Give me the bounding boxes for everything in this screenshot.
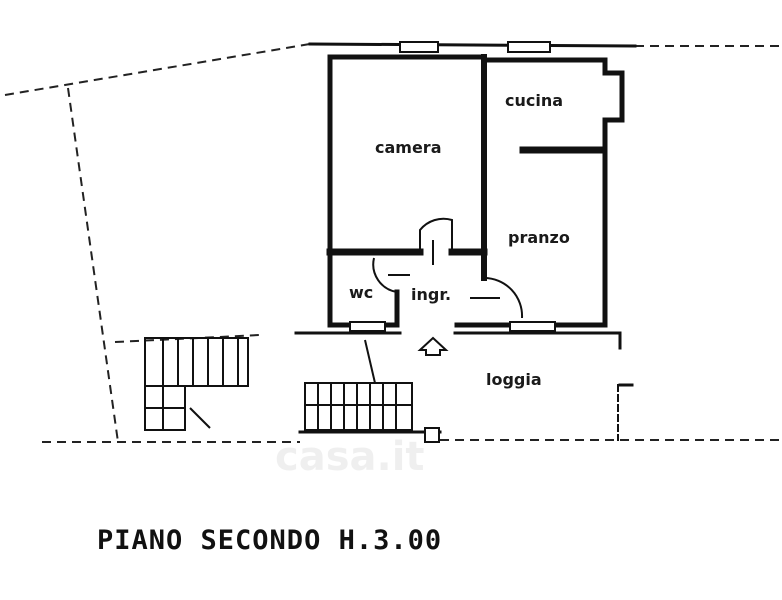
stairs-center bbox=[304, 339, 413, 431]
entrance-arrow-icon bbox=[417, 336, 449, 356]
room-label-wc: wc bbox=[349, 283, 373, 302]
watermark-logo: casa.it bbox=[275, 434, 425, 480]
room-label-ingresso: ingr. bbox=[411, 285, 451, 304]
property-boundary bbox=[4, 43, 782, 443]
room-label-pranzo: pranzo bbox=[508, 228, 570, 247]
windows bbox=[349, 41, 556, 443]
walls bbox=[294, 42, 637, 441]
plan-title: PIANO SECONDO H.3.00 bbox=[97, 525, 442, 556]
room-label-loggia: loggia bbox=[486, 370, 542, 389]
stairs-left bbox=[144, 337, 249, 431]
room-label-camera: camera bbox=[375, 138, 442, 157]
room-label-cucina: cucina bbox=[505, 91, 563, 110]
door-swings bbox=[372, 217, 524, 319]
